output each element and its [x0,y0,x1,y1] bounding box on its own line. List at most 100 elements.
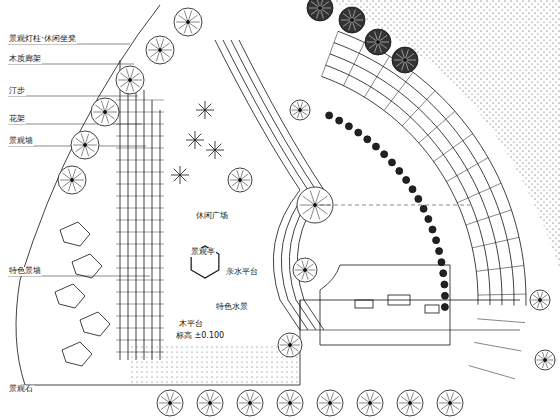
plan-stroke [130,345,300,383]
plan-stroke [116,268,164,269]
plan-stroke [425,305,439,313]
plan-stroke [116,244,164,245]
tree-symbol [293,258,317,282]
plan-stroke [116,196,164,197]
plan-stroke [372,143,379,150]
palm-symbol [171,166,189,184]
plan-stroke [239,40,324,330]
plan-stroke [433,237,440,244]
plan-stroke [152,100,153,360]
plan-stroke [116,208,164,209]
plan-stroke [8,124,142,125]
plan-stroke [8,96,138,97]
plan-stroke [330,54,502,305]
tree-symbol [278,333,302,357]
plan-stroke [355,129,362,136]
plan-label: 标高 ±0.100 [175,332,225,341]
plan-stroke [334,43,514,306]
plan-stroke [415,195,422,202]
tree-symbol [307,0,333,21]
plan-stroke [116,100,164,101]
plan-stroke [402,91,435,126]
plan-stroke [403,176,410,183]
plan-stroke [116,220,164,221]
plan-stroke [116,136,164,137]
tree-symbol [277,390,303,416]
tree-symbol [146,36,174,64]
plan-stroke [409,186,416,193]
plan-stroke [116,112,164,113]
plan-stroke [320,265,450,345]
plan-stroke [364,136,371,143]
plan-stroke [62,342,92,366]
tree-symbol [290,100,310,120]
plan-label: 景观亭 [190,248,216,257]
plan-stroke [384,72,413,110]
plan-stroke [478,294,526,296]
tree-symbol [174,8,202,36]
plan-stroke [441,281,448,288]
plan-stroke [116,304,164,305]
plan-stroke [441,304,448,311]
plan-stroke [223,40,308,330]
tree-symbol [535,350,555,370]
tree-symbol [91,98,119,126]
plan-stroke [469,366,515,379]
plan-stroke [425,216,432,223]
tree-symbol [237,390,263,416]
plan-stroke [446,158,488,182]
palm-symbol [186,131,204,149]
tree-symbol [530,290,550,310]
plan-stroke [128,70,129,360]
tree-symbol [116,66,144,94]
plan-stroke [420,205,427,212]
plan-stroke [326,65,490,305]
tree-symbol [228,168,252,192]
plan-stroke [116,316,164,317]
plan-label: 木质廊架 [8,55,42,64]
plan-stroke [438,259,445,266]
plan-stroke [477,319,525,323]
tree-symbol [317,390,343,416]
plan-stroke [160,110,161,360]
plan-label: 景观墙 [8,137,34,146]
plan-stroke [80,312,110,336]
plan-stroke [116,232,164,233]
plan-stroke [116,328,164,329]
tree-symbol [397,390,423,416]
plan-stroke [474,342,521,351]
plan-label: 景观灯柱·休闲坐凳 [8,35,77,44]
plan-label: 花架 [8,115,26,124]
plan-label: 特色水景 [215,303,249,312]
plan-stroke [326,112,333,119]
plan-stroke [466,210,512,225]
tree-symbol [365,29,391,55]
plan-stroke [344,42,365,85]
plan-stroke [322,31,338,76]
plan-stroke [116,280,164,281]
plan-stroke [116,352,164,353]
plan-stroke [472,237,519,248]
plan-stroke [116,148,164,149]
plan-label: 木平台 [178,320,204,329]
palm-symbol [206,141,224,159]
plan-stroke [55,284,85,308]
plan-stroke [457,183,501,203]
plan-stroke [440,270,447,277]
plan-stroke [338,31,526,305]
plan-stroke [120,60,121,360]
plan-stroke [116,172,164,173]
plan-stroke [419,111,455,143]
palm-symbol [196,101,214,119]
plan-stroke [116,256,164,257]
plan-stroke [116,184,164,185]
tree-symbol [71,131,99,159]
tree-symbol [339,7,365,33]
tree-symbol [58,166,86,194]
plan-stroke [476,266,524,272]
plan-stroke [441,292,448,299]
plan-stroke [72,254,102,278]
plan-label: 景观石 [8,385,34,394]
